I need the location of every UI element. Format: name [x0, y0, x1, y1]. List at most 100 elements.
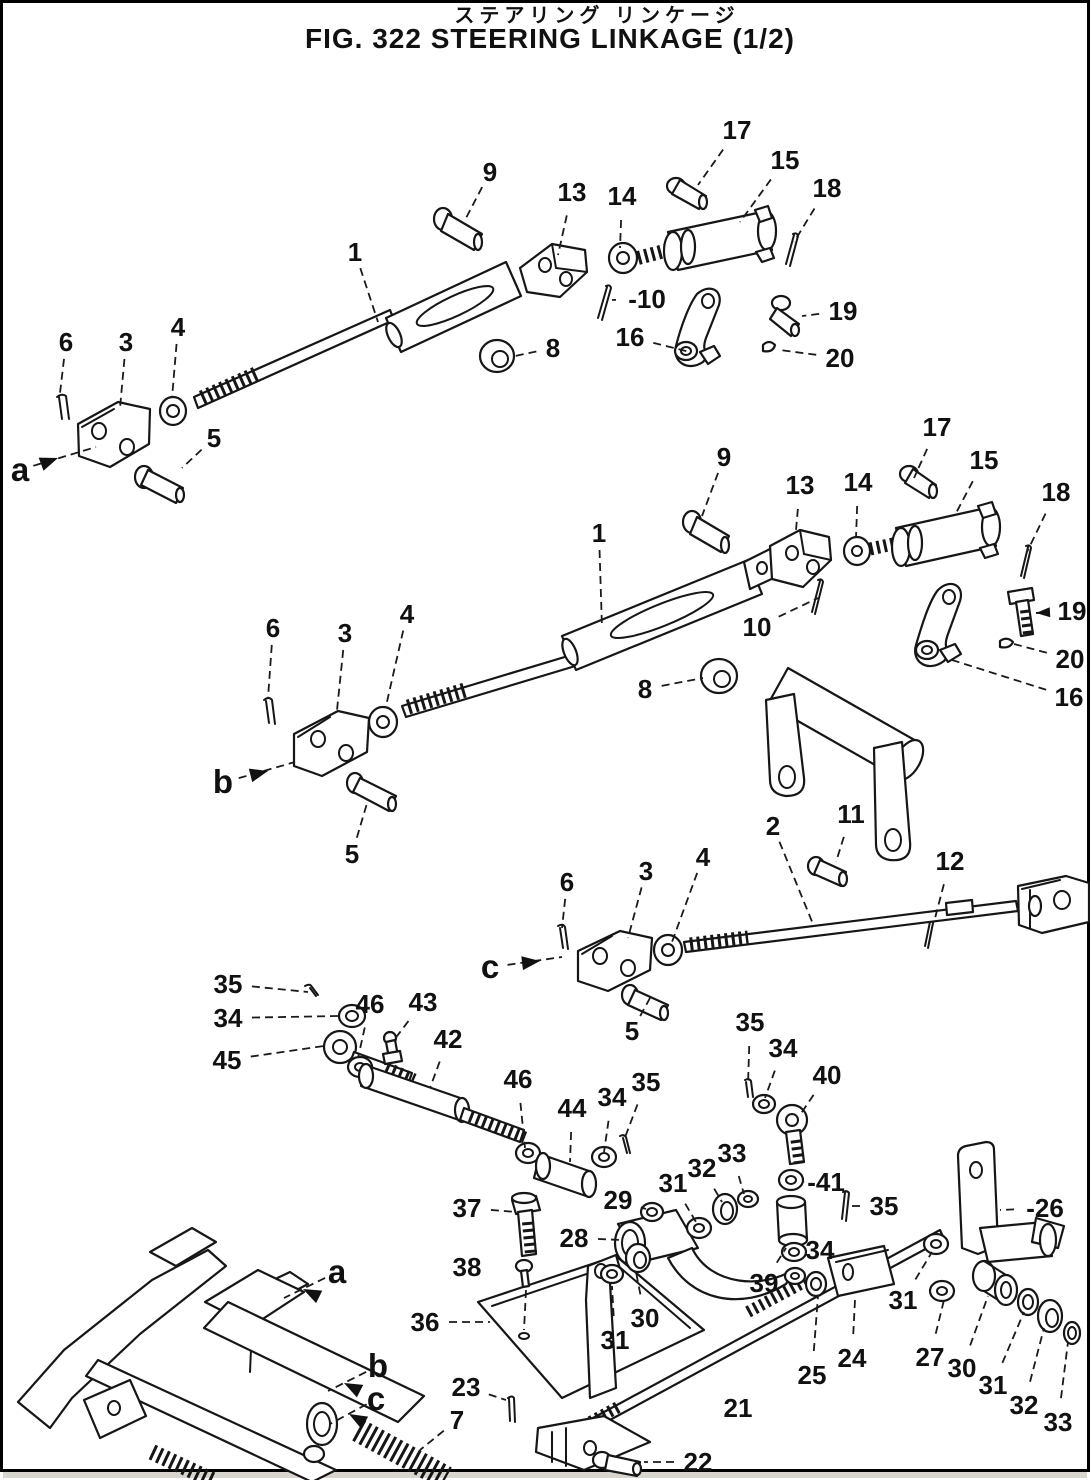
leader-line — [852, 1299, 856, 1335]
view-label-c: c — [367, 1380, 385, 1417]
leader-arrowhead — [1036, 607, 1051, 618]
callout-label-19-22: 19 — [1058, 596, 1087, 626]
part-31-nut-c1 — [685, 1216, 713, 1240]
assembly-b — [263, 464, 1036, 813]
part-3-clevis-c — [576, 929, 654, 993]
leader-line — [778, 841, 814, 925]
view-arrowhead-c — [349, 1414, 369, 1429]
callout-label-35-64: 35 — [736, 1007, 765, 1037]
view-label-a: a — [328, 1253, 347, 1290]
leader-line — [611, 1285, 615, 1317]
part-5-clevis-pin-c — [620, 983, 670, 1022]
part-9-bolt-b — [681, 509, 731, 555]
callout-label-2-32: 2 — [766, 811, 780, 841]
leader-line — [776, 1247, 787, 1264]
part-15-cylinder-b — [868, 500, 1002, 568]
callout-label-15-5: 15 — [771, 145, 800, 175]
leader-line — [569, 1131, 573, 1163]
leader-line — [701, 472, 719, 517]
leader-line — [999, 1208, 1015, 1211]
leader-line — [684, 1203, 697, 1223]
leader-line — [429, 1061, 441, 1089]
leader-line — [619, 219, 622, 249]
callout-label-45-41: 45 — [213, 1045, 242, 1075]
callout-label-43-43: 43 — [409, 987, 438, 1017]
part-44-rod-end — [532, 1151, 598, 1199]
view-arrowhead-a — [38, 457, 58, 471]
callout-label-17-19: 17 — [923, 412, 952, 442]
leader-line — [639, 997, 651, 1017]
callout-label-14-18: 14 — [844, 467, 873, 497]
callout-label-31-72: 31 — [979, 1370, 1008, 1400]
part-39-socket — [775, 1194, 809, 1248]
callout-label-7-78: 7 — [450, 1405, 464, 1435]
callout-label-34-65: 34 — [769, 1033, 798, 1063]
callout-label-33-74: 33 — [1044, 1407, 1073, 1437]
part-34-nut-3 — [780, 1241, 808, 1263]
callout-label-34-40: 34 — [214, 1003, 243, 1033]
leader-line — [713, 1188, 723, 1203]
callout-label-37-54: 37 — [453, 1193, 482, 1223]
callout-label-5-31: 5 — [345, 839, 359, 869]
assembly-a — [56, 176, 801, 505]
callout-label-29-49: 29 — [604, 1185, 633, 1215]
part-27-nut — [928, 1279, 956, 1303]
leader-line — [954, 480, 974, 516]
leader-line — [795, 508, 799, 531]
callout-label-4-14: 4 — [171, 312, 186, 342]
leader-line — [1029, 1327, 1045, 1382]
leader-line — [913, 448, 928, 479]
callout-label-41-62: -41 — [807, 1167, 845, 1197]
callout-label-9-0: 9 — [483, 157, 497, 187]
callout-label-44-46: 44 — [558, 1093, 587, 1123]
part-35-cotter-pin-2 — [619, 1134, 631, 1154]
callout-label-13-17: 13 — [786, 470, 815, 500]
part-11-pin — [806, 855, 849, 888]
callout-label-15-20: 15 — [970, 445, 999, 475]
leader-line — [635, 1271, 642, 1295]
part-13-bracket-a — [518, 242, 589, 299]
leader-line — [623, 1104, 639, 1141]
leader-line — [653, 341, 691, 353]
part-1-tie-rod-b — [400, 558, 764, 719]
leader-line — [747, 1045, 751, 1085]
callout-label-39-59: 39 — [750, 1268, 779, 1298]
part-20-clip-a — [761, 340, 777, 353]
part-9-bolt-a — [432, 206, 484, 252]
callout-label-8-26: 8 — [638, 674, 652, 704]
frame-tab — [148, 1226, 218, 1268]
leader-line — [490, 1209, 517, 1213]
part-8-bushing-a — [478, 338, 516, 374]
part-19-bolt-b — [1006, 586, 1036, 638]
leader-line — [1001, 1311, 1025, 1364]
part-4-nut-c — [652, 933, 684, 967]
leader-line — [251, 985, 309, 993]
leader-line — [488, 1393, 507, 1401]
leader-line — [835, 836, 845, 863]
callout-label-1-1: 1 — [348, 237, 362, 267]
view-arrow-line — [327, 1371, 367, 1392]
part-7-spring — [352, 1419, 452, 1480]
bracket-26-group — [804, 1140, 1082, 1346]
part-46-nut-2 — [514, 1141, 542, 1165]
callout-label-26-66: -26 — [1026, 1193, 1064, 1223]
callout-label-4-30: 4 — [400, 599, 415, 629]
callout-label-34-60: 34 — [806, 1235, 835, 1265]
callout-label-9-16: 9 — [717, 442, 731, 472]
tie-rod-group — [304, 983, 631, 1199]
part-32-washer-r — [1036, 1298, 1064, 1334]
callout-label-17-4: 17 — [723, 115, 752, 145]
part-41-nut — [777, 1168, 805, 1192]
callout-label-13-2: 13 — [558, 177, 587, 207]
part-3-clevis-a — [76, 400, 152, 469]
leader-line — [799, 1094, 815, 1116]
assembly-c — [557, 874, 1090, 1022]
leader-line — [519, 1102, 526, 1149]
part-22-bolt — [591, 1450, 643, 1478]
callout-label-18-21: 18 — [1042, 477, 1071, 507]
leader-line — [597, 1238, 623, 1241]
callout-label-10-25: 10 — [743, 612, 772, 642]
part-29-nut — [639, 1201, 665, 1223]
callout-label-23-77: 23 — [452, 1372, 481, 1402]
